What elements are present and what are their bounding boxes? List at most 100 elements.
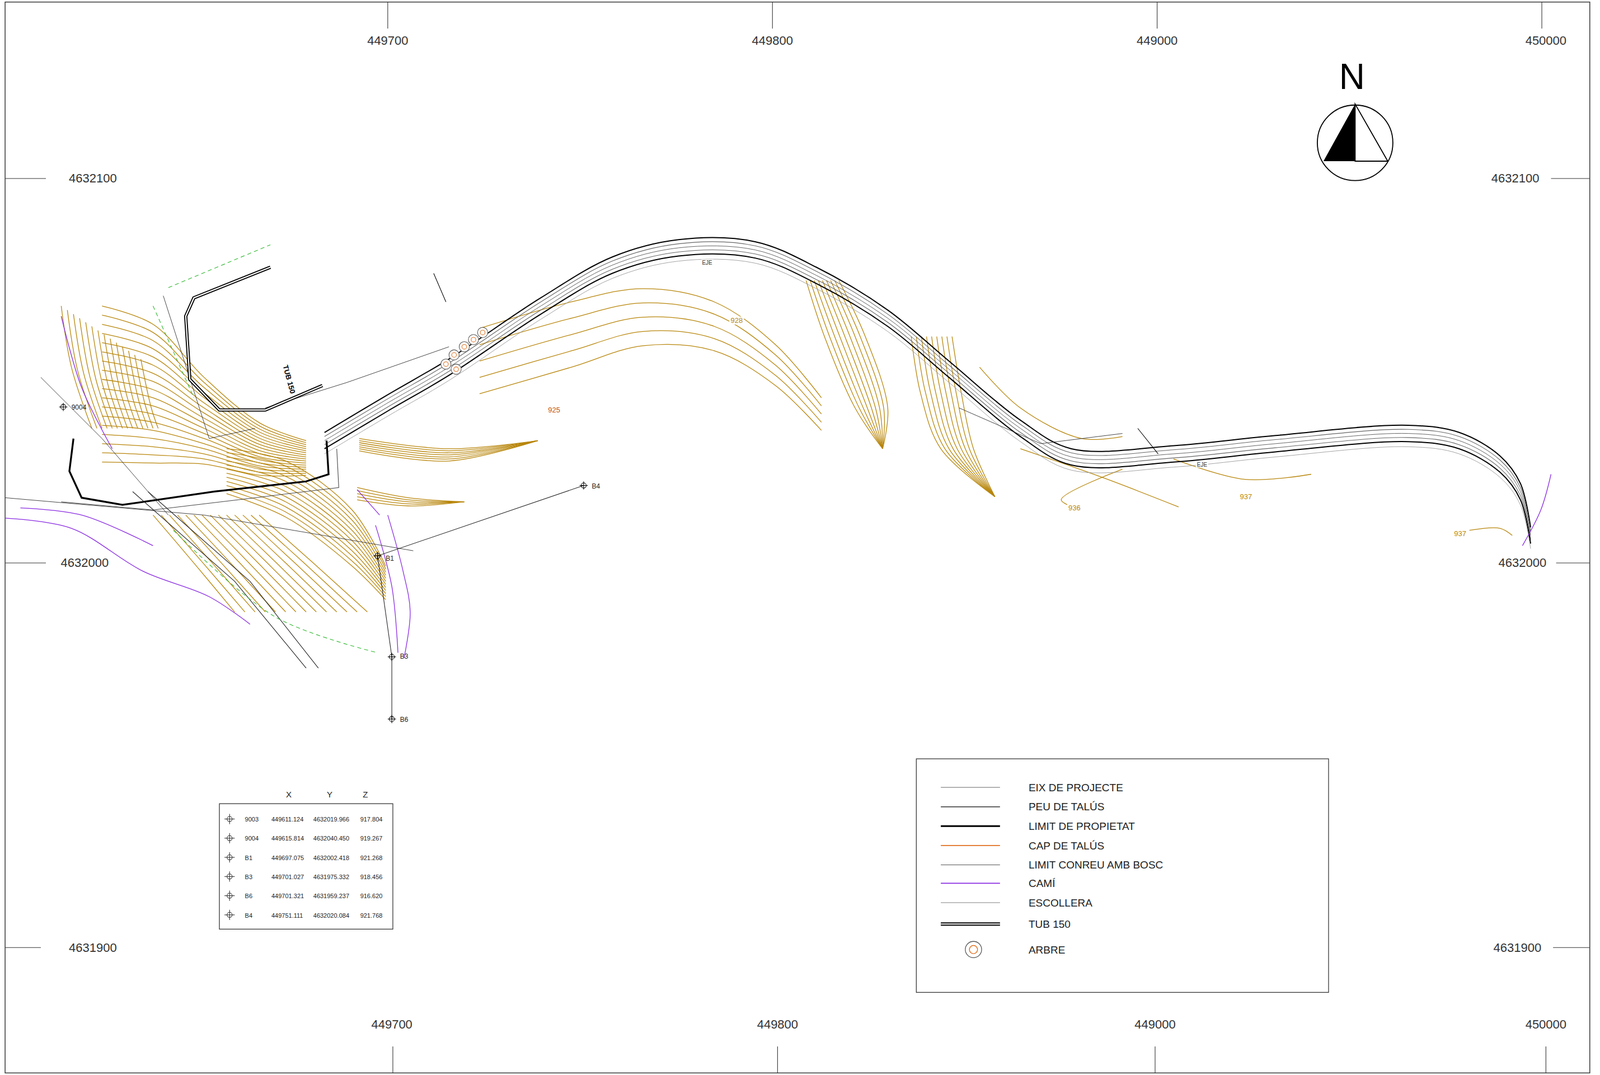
table-cell: 917.804	[360, 815, 383, 823]
pipe-line	[185, 267, 323, 411]
contour-line	[936, 336, 996, 497]
contour-line	[357, 499, 464, 506]
contour-line	[67, 310, 97, 429]
boundary-line	[5, 497, 414, 551]
point-symbol	[229, 871, 231, 882]
table-header: X	[285, 790, 292, 800]
contour-label: 925	[546, 406, 562, 415]
table-cell: 449701.321	[271, 892, 304, 900]
table-cell: 9003	[245, 815, 259, 823]
road-line	[324, 245, 1531, 536]
contour-line	[226, 448, 386, 567]
table-cell: 449615.814	[271, 834, 304, 842]
tree-symbol	[451, 364, 462, 375]
table-cell: 916.620	[360, 892, 383, 900]
table-cell: 4631975.332	[313, 873, 350, 881]
contour-line	[226, 468, 386, 581]
legend-sample	[940, 902, 1001, 904]
contour-line	[357, 496, 464, 505]
contour-line	[101, 306, 307, 441]
contour-line	[822, 280, 884, 449]
contour-line	[479, 344, 822, 431]
contour-line	[941, 336, 996, 497]
legend-sample	[940, 923, 1001, 925]
boundary-line	[163, 296, 256, 439]
survey-point	[373, 551, 382, 561]
contour-line	[101, 425, 307, 468]
table-cell: 921.768	[360, 911, 383, 919]
contour-line	[226, 493, 386, 600]
grid-coordinate: 4632000	[1498, 556, 1547, 570]
boundary-line	[40, 377, 169, 515]
contour-line	[226, 473, 386, 585]
legend-text: TUB 150	[1028, 918, 1071, 931]
tree-symbol	[477, 327, 488, 338]
point-name: B6	[400, 716, 409, 725]
contour-label: 936	[1067, 504, 1082, 513]
boundary-line	[959, 407, 1123, 444]
contour-line	[202, 514, 297, 612]
contour-line	[357, 493, 464, 503]
contour-line	[814, 280, 883, 449]
boundary-line	[61, 448, 339, 510]
legend-sample	[940, 864, 1001, 866]
point-symbol	[229, 852, 231, 863]
point-symbol	[229, 813, 231, 824]
grid-coordinate: 449800	[757, 1017, 799, 1032]
boundary-line	[433, 273, 447, 302]
boundary-line	[132, 491, 307, 668]
survey-line	[377, 485, 584, 720]
legend-text: CAMÍ	[1028, 878, 1056, 890]
point-symbol	[229, 909, 231, 921]
contour-line	[826, 280, 883, 449]
pipe-line	[185, 267, 323, 411]
grid-coordinate: 449700	[367, 34, 408, 48]
contour-line	[357, 490, 464, 502]
point-symbol	[229, 833, 231, 844]
table-header: Y	[326, 790, 333, 800]
contour-line	[946, 336, 996, 497]
contour-line	[153, 514, 236, 612]
north-arrow	[1317, 104, 1393, 181]
survey-point	[579, 481, 589, 490]
contour-line	[185, 514, 276, 612]
table-cell: 4632002.418	[313, 854, 350, 862]
contour-line	[926, 336, 996, 497]
table-cell: 449697.075	[271, 854, 304, 862]
path-line	[61, 316, 112, 449]
contour-line	[242, 514, 347, 612]
road-line	[324, 254, 1531, 544]
contour-line	[134, 354, 154, 429]
grid-coordinate: 450000	[1525, 34, 1567, 48]
contour-line	[979, 367, 1123, 440]
legend-sample	[940, 786, 1001, 788]
contour-line	[359, 440, 538, 462]
path-line	[5, 518, 251, 625]
pipe-label: TUB 150	[280, 364, 297, 395]
table-cell: 4632020.084	[313, 911, 350, 919]
path-line	[387, 514, 411, 658]
grid-coordinate: 4632100	[1491, 171, 1540, 186]
table-cell: 4632040.450	[313, 834, 350, 842]
contour-line	[226, 489, 386, 597]
contour-label: 937	[1452, 529, 1468, 538]
north-label: N	[1339, 57, 1365, 97]
contour-line	[161, 514, 246, 612]
contour-line	[834, 280, 885, 449]
boundary-line	[147, 491, 318, 668]
legend-sample	[940, 806, 1001, 808]
grid-coordinate: 4631900	[1493, 941, 1542, 955]
legend-text: ESCOLLERA	[1028, 897, 1093, 909]
table-cell: B4	[245, 911, 253, 919]
tree-symbol	[468, 334, 479, 345]
grid-coordinate: 449000	[1136, 34, 1178, 48]
road-line	[324, 259, 1531, 549]
point-name: B4	[592, 482, 601, 491]
contour-line	[1469, 527, 1513, 536]
legend-sample	[965, 941, 982, 958]
point-name: B1	[385, 555, 394, 563]
table-cell: B6	[245, 892, 253, 900]
table-header: Z	[362, 790, 368, 800]
